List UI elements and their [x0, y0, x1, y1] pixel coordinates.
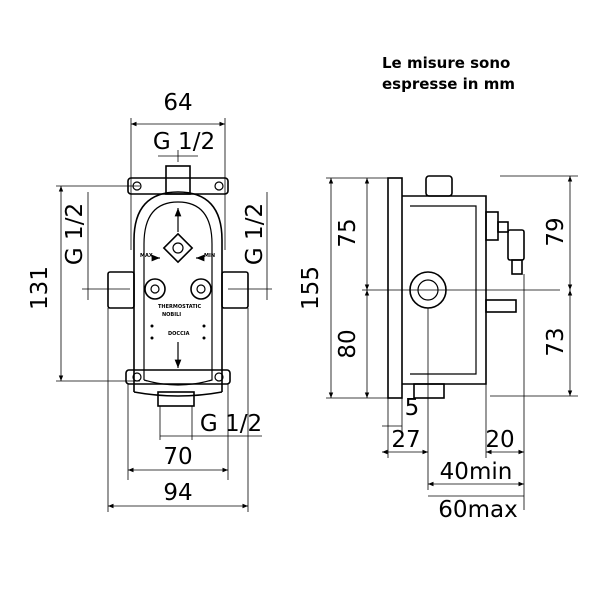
dim-label-64: 64	[163, 90, 192, 116]
dim-label-5: 5	[405, 395, 420, 421]
bottom-mounting-plate	[125, 369, 231, 385]
mount-hole-bl	[132, 372, 142, 382]
body-dot-2	[202, 324, 206, 328]
side-top-boss	[485, 211, 499, 241]
dim-label-79: 79	[543, 217, 569, 246]
left-selector-center	[150, 284, 160, 294]
side-body	[387, 175, 525, 399]
thermostat-seat	[162, 232, 194, 264]
dim-label-94: 94	[163, 480, 192, 506]
dim-label-73: 73	[543, 327, 569, 356]
right-selector	[190, 278, 212, 300]
top-inlet-stub	[165, 165, 191, 195]
dim-label-75: 75	[335, 218, 361, 247]
label-doccia: DOCCIA	[168, 331, 190, 337]
mount-hole-tr	[214, 181, 224, 191]
label-brand-1: THERMOSTATIC	[158, 304, 201, 310]
units-note-line-1: Le misure sono	[382, 54, 510, 72]
body-dot-3	[150, 336, 154, 340]
dim-label-40min: 40min	[440, 459, 513, 485]
side-top-cap	[497, 221, 509, 233]
label-max: MAX	[140, 253, 153, 259]
side-top-inlet	[425, 175, 453, 197]
mount-hole-br	[214, 372, 224, 382]
dim-label-g12-top: G 1/2	[153, 129, 215, 155]
mount-hole-tl	[132, 181, 142, 191]
side-spindle	[507, 229, 525, 261]
body-outline-inner	[143, 201, 213, 386]
side-mount-plate	[387, 177, 403, 399]
dim-label-27: 27	[391, 427, 420, 453]
side-inlet-inner	[417, 279, 439, 301]
thermostat-core	[172, 242, 184, 254]
valve-body: MAX MIN DOCCIA THERMOSTATIC NOBILI	[107, 165, 249, 407]
dim-label-g12-left: G 1/2	[62, 203, 88, 265]
left-inlet-stub	[107, 271, 135, 309]
body-outline-outer	[133, 191, 223, 392]
dim-label-g12-right: G 1/2	[242, 203, 268, 265]
label-min: MIN	[204, 253, 215, 259]
bottom-outlet-stub	[157, 391, 195, 407]
body-outline-bottom	[133, 391, 223, 397]
right-selector-center	[196, 284, 206, 294]
side-spindle-tip	[511, 259, 523, 275]
label-brand-2: NOBILI	[162, 312, 181, 318]
side-lower-boss	[485, 299, 517, 313]
body-dot-1	[150, 324, 154, 328]
side-view: 155 75 80 79 73	[298, 175, 578, 523]
dim-label-20: 20	[485, 427, 514, 453]
right-inlet-stub	[221, 271, 249, 309]
dim-label-131: 131	[27, 266, 53, 310]
dim-label-70: 70	[163, 444, 192, 470]
dim-label-155: 155	[298, 266, 324, 310]
dim-label-g12-bottom: G 1/2	[200, 411, 262, 437]
left-selector	[144, 278, 166, 300]
front-view: 64 G 1/2 131 G 1/2 G 1/2	[27, 90, 272, 512]
side-bottom-outlet	[413, 383, 445, 399]
units-note: Le misure sono espresse in mm	[382, 54, 515, 93]
dim-label-60max: 60max	[438, 497, 517, 523]
dim-label-80: 80	[335, 329, 361, 358]
side-body-inner	[410, 205, 477, 375]
body-dot-4	[202, 336, 206, 340]
units-note-line-2: espresse in mm	[382, 75, 515, 93]
